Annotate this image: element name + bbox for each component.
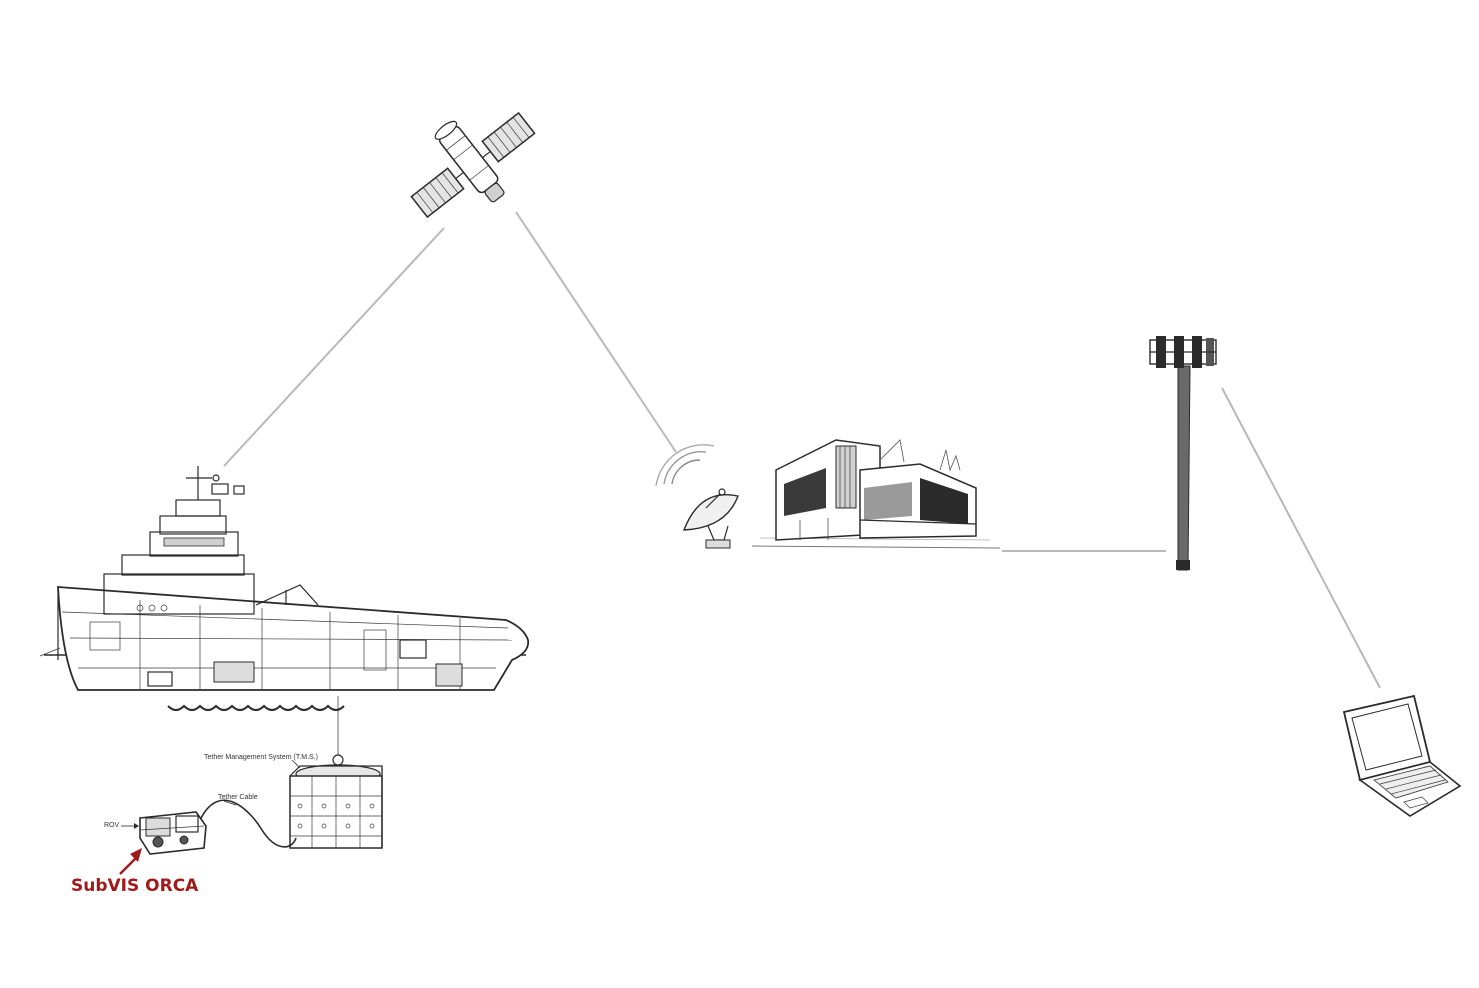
connection-lines bbox=[223, 211, 1381, 760]
ship-icon bbox=[39, 466, 530, 691]
rov-pointer-head bbox=[134, 823, 139, 829]
cell-tower-icon bbox=[1149, 336, 1217, 571]
link-ship-satellite bbox=[223, 227, 445, 467]
tether-cable-pointer bbox=[223, 800, 237, 806]
product-label: SubVIS ORCA bbox=[71, 876, 199, 896]
waves-icon bbox=[167, 704, 345, 711]
laptop-icon bbox=[1342, 694, 1462, 817]
product-arrow-icon bbox=[119, 848, 142, 875]
rov-label: ROV bbox=[104, 822, 120, 829]
link-tower-laptop bbox=[1221, 387, 1381, 689]
tms-label: Tether Management System (T.M.S.) bbox=[204, 754, 318, 761]
tms-cage-icon bbox=[289, 754, 383, 849]
tms-pointer bbox=[291, 759, 301, 769]
link-satellite-dish bbox=[515, 211, 677, 453]
satellite-icon bbox=[410, 111, 536, 219]
rov-icon bbox=[139, 811, 207, 855]
tether-cable bbox=[199, 799, 297, 848]
satellite-dish-icon bbox=[655, 444, 739, 549]
tether-cable-label: Tether Cable bbox=[218, 794, 258, 801]
building-icon bbox=[751, 439, 1001, 549]
